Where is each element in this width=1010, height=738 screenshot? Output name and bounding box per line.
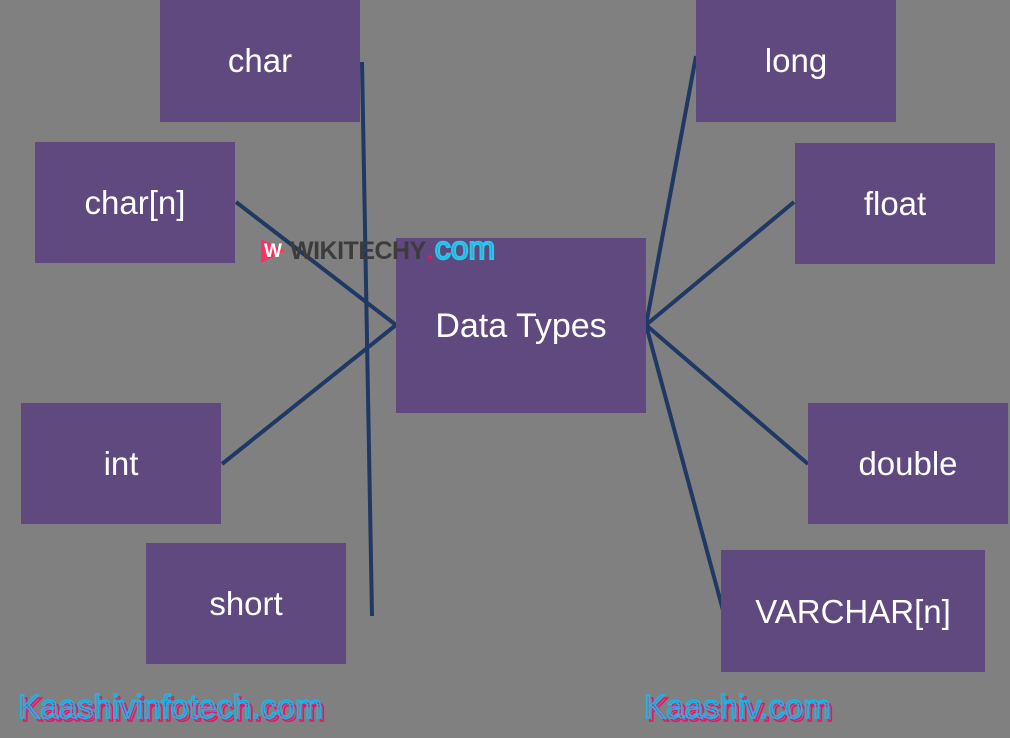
node-label-double: double [858,445,958,482]
play-triangle-icon [261,239,286,263]
node-label-char-n: char[n] [84,184,186,221]
node-label-data-types: Data Types [435,306,607,345]
wikitechy-logo-icon: W [258,236,288,266]
edge-long [644,55,698,326]
edge-double [644,323,810,466]
credit-kaashivinfotech: Kaashivinfotech.com Kaashivinfotech.com [17,688,326,727]
node-label-float: float [863,185,927,222]
node-long[interactable]: long [696,0,896,122]
node-label-long: long [764,41,828,79]
node-char[interactable]: char [160,0,360,122]
node-int[interactable]: int [21,403,221,524]
credit-left-text: Kaashivinfotech.com [17,688,323,725]
node-label-varchar-n: VARCHAR[n] [755,592,951,630]
node-label-char: char [227,41,293,79]
node-double[interactable]: double [808,403,1008,524]
node-char-n[interactable]: char[n] [35,142,235,263]
edge-char[n] [234,200,398,327]
edge-VARCHAR[n] [644,324,726,615]
node-label-short: short [209,585,283,622]
edge-float [644,200,796,327]
edge-char [360,61,374,617]
node-short[interactable]: short [146,543,346,664]
wikitechy-w-glyph: W [264,240,282,262]
node-label-int: int [103,445,139,482]
credit-right-text: Kaashiv.com [643,688,831,725]
edge-int [220,323,398,466]
node-varchar-n[interactable]: VARCHAR[n] [721,550,985,672]
node-data-types[interactable]: Data Types [396,238,646,413]
node-float[interactable]: float [795,143,995,264]
credit-kaashiv: Kaashiv.com Kaashiv.com [643,688,834,727]
